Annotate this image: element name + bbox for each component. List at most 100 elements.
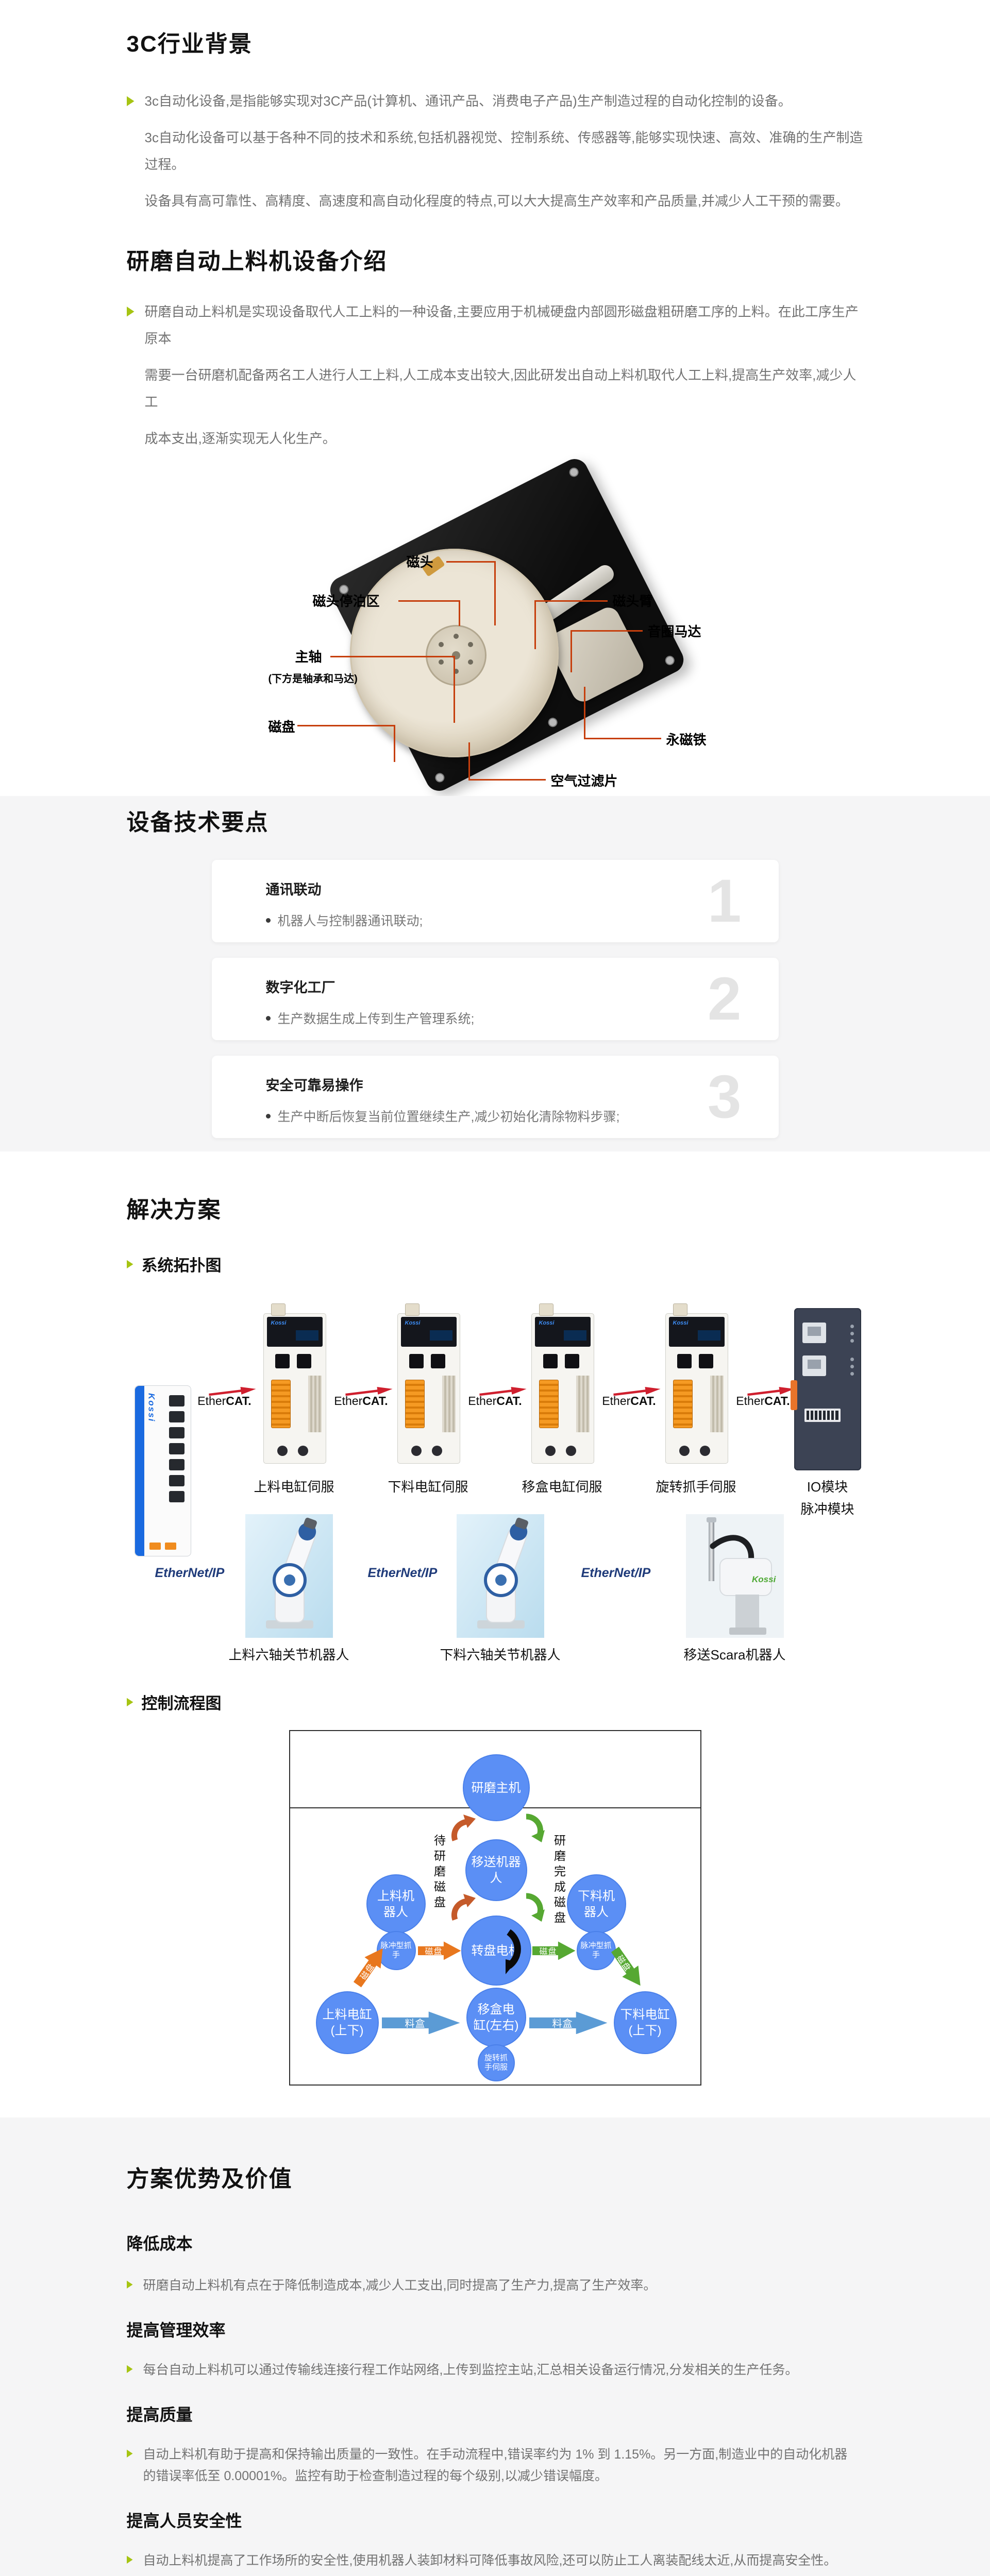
ethernetip-logo: EtherNet/IP [581, 1566, 651, 1581]
ethercat-logo: EtherCAT. [462, 1388, 529, 1408]
hdd-label-head: 磁头 [406, 554, 433, 570]
io-module-device [790, 1308, 861, 1471]
bullet-triangle-icon [126, 2365, 133, 2374]
tech-card-desc: 机器人与控制器通讯联动; [277, 914, 423, 929]
robot-label: 移送Scara机器人 [683, 1647, 786, 1663]
subtitle-flowchart: 控制流程图 [126, 1690, 864, 1714]
annotation-line [570, 630, 572, 672]
six-axis-robot-image [456, 1514, 544, 1638]
annotation-line [393, 724, 395, 762]
advantage-text: 自动上料机提高了工作场所的安全性,使用机器人装卸材料可降低事故风险,还可以防止工… [143, 2553, 837, 2568]
bullet-triangle-icon [126, 1260, 133, 1269]
section-tech-points: 设备技术要点 通讯联动 机器人与控制器通讯联动; 1 数字化工厂 生产数据生成上… [0, 796, 990, 1151]
servo-drive-device: Kossi [397, 1303, 460, 1464]
disk-arrow-diagonal: 磁盘 [607, 1944, 648, 1991]
robot-label: 上料六轴关节机器人 [228, 1647, 349, 1663]
section-solution: 解决方案 系统拓扑图 Kossi EtherCAT. EtherCAT. Eth… [0, 1151, 990, 2117]
annotation-line [297, 724, 395, 726]
annotation-line [453, 655, 455, 723]
servo-terminal-block [405, 1380, 425, 1429]
subtitle-text: 控制流程图 [141, 1694, 222, 1713]
motion-controller-device: Kossi [134, 1385, 191, 1557]
svg-text:Kossi: Kossi [752, 1574, 777, 1584]
ethercat-logo: EtherCAT. [730, 1388, 797, 1408]
tech-card-title: 安全可靠易操作 [265, 1078, 363, 1094]
curved-arrow-up-icon [451, 1894, 476, 1921]
advantage-head-safety: 提高人员安全性 [126, 2512, 242, 2531]
servo-label: 移盒电缸伺服 [522, 1479, 602, 1495]
section-title-tech-points: 设备技术要点 [126, 810, 269, 835]
page-title: 3C行业背景 [126, 31, 253, 57]
section-advantages: 方案优势及价值 降低成本 研磨自动上料机有点在于降低制造成本,减少人工支出,同时… [0, 2117, 990, 2576]
advantage-text: 的错误率低至 0.00001%。监控有助于检查制造过程的每个级别,以减少错误幅度… [143, 2469, 608, 2484]
flow-node-load-cylinder: 上料电缸(上下) [315, 1991, 379, 2055]
bullet-triangle-icon [126, 2449, 133, 2458]
bullet-triangle-icon [126, 306, 135, 317]
hdd-label-filter: 空气过滤片 [550, 773, 618, 789]
flow-label-done-disk: 研磨完成磁盘 [552, 1834, 566, 1927]
brand-logo: Kossi [146, 1393, 157, 1422]
io-module-label: IO模块 脉冲模块 [800, 1479, 854, 1517]
servo-terminal-block [271, 1380, 291, 1429]
subtitle-text: 系统拓扑图 [141, 1257, 222, 1275]
bullet-dot-icon [265, 1113, 271, 1118]
section-title-device-intro: 研磨自动上料机设备介绍 [126, 249, 388, 275]
tech-card-number: 2 [707, 965, 742, 1033]
flow-node-transfer-robot: 移送机器人 [465, 1839, 527, 1902]
subtitle-topology: 系统拓扑图 [126, 1252, 864, 1276]
tech-card-desc: 生产数据生成上传到生产管理系统; [277, 1012, 475, 1027]
ethercat-logo: EtherCAT. [328, 1388, 395, 1408]
bullet-dot-icon [265, 1015, 271, 1021]
flow-node-rotate-servo: 旋转抓手伺服 [477, 2044, 515, 2082]
servo-label: 旋转抓手伺服 [656, 1479, 736, 1495]
annotation-line [534, 600, 536, 649]
advantage-head-cost: 降低成本 [126, 2234, 193, 2253]
topology-diagram: Kossi EtherCAT. EtherCAT. EtherCAT. Ethe… [127, 1295, 864, 1664]
paragraph-line: 需要一台研磨机配备两名工人进行人工上料,人工成本支出较大,因此研发出自动上料机取… [144, 367, 857, 410]
hdd-label-vcm: 音圈马达 [647, 623, 701, 639]
flow-node-pulse-gripper-right: 脉冲型抓手 [576, 1931, 616, 1971]
industry-paragraph: 3c自动化设备,是指能够实现对3C产品(计算机、通讯产品、消费电子产品)生产制造… [126, 88, 864, 214]
ethercat-logo: EtherCAT. [596, 1388, 663, 1408]
servo-terminal-block [673, 1380, 693, 1429]
advantage-text: 研磨自动上料机有点在于降低制造成本,减少人工支出,同时提高了生产力,提高了生产效… [143, 2278, 657, 2293]
annotation-line [468, 778, 546, 781]
disk-arrow: 磁盘 [532, 1941, 576, 1960]
io-module-clip [790, 1380, 797, 1411]
paragraph-line: 设备具有高可靠性、高精度、高速度和高自动化程度的特点,可以大大提高生产效率和产品… [144, 193, 849, 209]
scara-robot-image: Kossi [685, 1514, 784, 1638]
hdd-label-magnet: 永磁铁 [666, 732, 707, 748]
annotation-line [468, 742, 470, 781]
annotation-line [330, 655, 455, 657]
annotation-line [583, 686, 585, 739]
advantage-head-quality: 提高质量 [126, 2405, 193, 2425]
paragraph-line: 成本支出,逐渐实现无人化生产。 [144, 430, 336, 446]
ethercat-logo: EtherCAT. [191, 1388, 258, 1408]
servo-label: 下料电缸伺服 [388, 1479, 468, 1495]
paragraph-line: 3c自动化设备,是指能够实现对3C产品(计算机、通讯产品、消费电子产品)生产制造… [144, 93, 792, 109]
flow-node-unloading-robot: 下料机器人 [566, 1874, 626, 1934]
advantage-head-management: 提高管理效率 [126, 2321, 226, 2340]
disk-arrow: 磁盘 [417, 1941, 461, 1960]
six-axis-robot-image [245, 1514, 333, 1638]
control-flowchart: 待研磨磁盘 研磨完成磁盘 研磨主机 移送机器人 上料机器人 下料机器人 脉冲型抓… [289, 1730, 701, 2086]
section-title-advantages: 方案优势及价值 [126, 2166, 293, 2192]
flow-node-loading-robot: 上料机器人 [366, 1874, 426, 1934]
controller-blue-stripe [135, 1386, 144, 1556]
annotation-line [494, 561, 496, 625]
advantage-text: 自动上料机有助于提高和保持输出质量的一致性。在手动流程中,错误率约为 1% 到 … [143, 2447, 848, 2462]
bullet-dot-icon [265, 918, 271, 923]
flow-node-pulse-gripper-left: 脉冲型抓手 [376, 1931, 416, 1971]
rotation-arrow-icon [505, 1929, 521, 1975]
tech-card-title: 数字化工厂 [265, 980, 335, 996]
box-arrow: 料盒 [529, 2011, 608, 2035]
annotation-line [570, 630, 643, 632]
tech-card-desc: 生产中断后恢复当前位置继续生产,减少初始化清除物料步骤; [277, 1110, 620, 1125]
flow-node-grinder: 研磨主机 [462, 1754, 530, 1822]
bullet-triangle-icon [126, 2555, 133, 2564]
annotation-line [446, 561, 496, 563]
tech-card-3: 安全可靠易操作 生产中断后恢复当前位置继续生产,减少初始化清除物料步骤; 3 [211, 1056, 779, 1139]
flow-label-wait-disk: 待研磨磁盘 [432, 1834, 446, 1912]
paragraph-line: 研磨自动上料机是实现设备取代人工上料的一种设备,主要应用于机械硬盘内部圆形磁盘粗… [144, 303, 859, 346]
curved-arrow-up-icon [451, 1815, 476, 1842]
